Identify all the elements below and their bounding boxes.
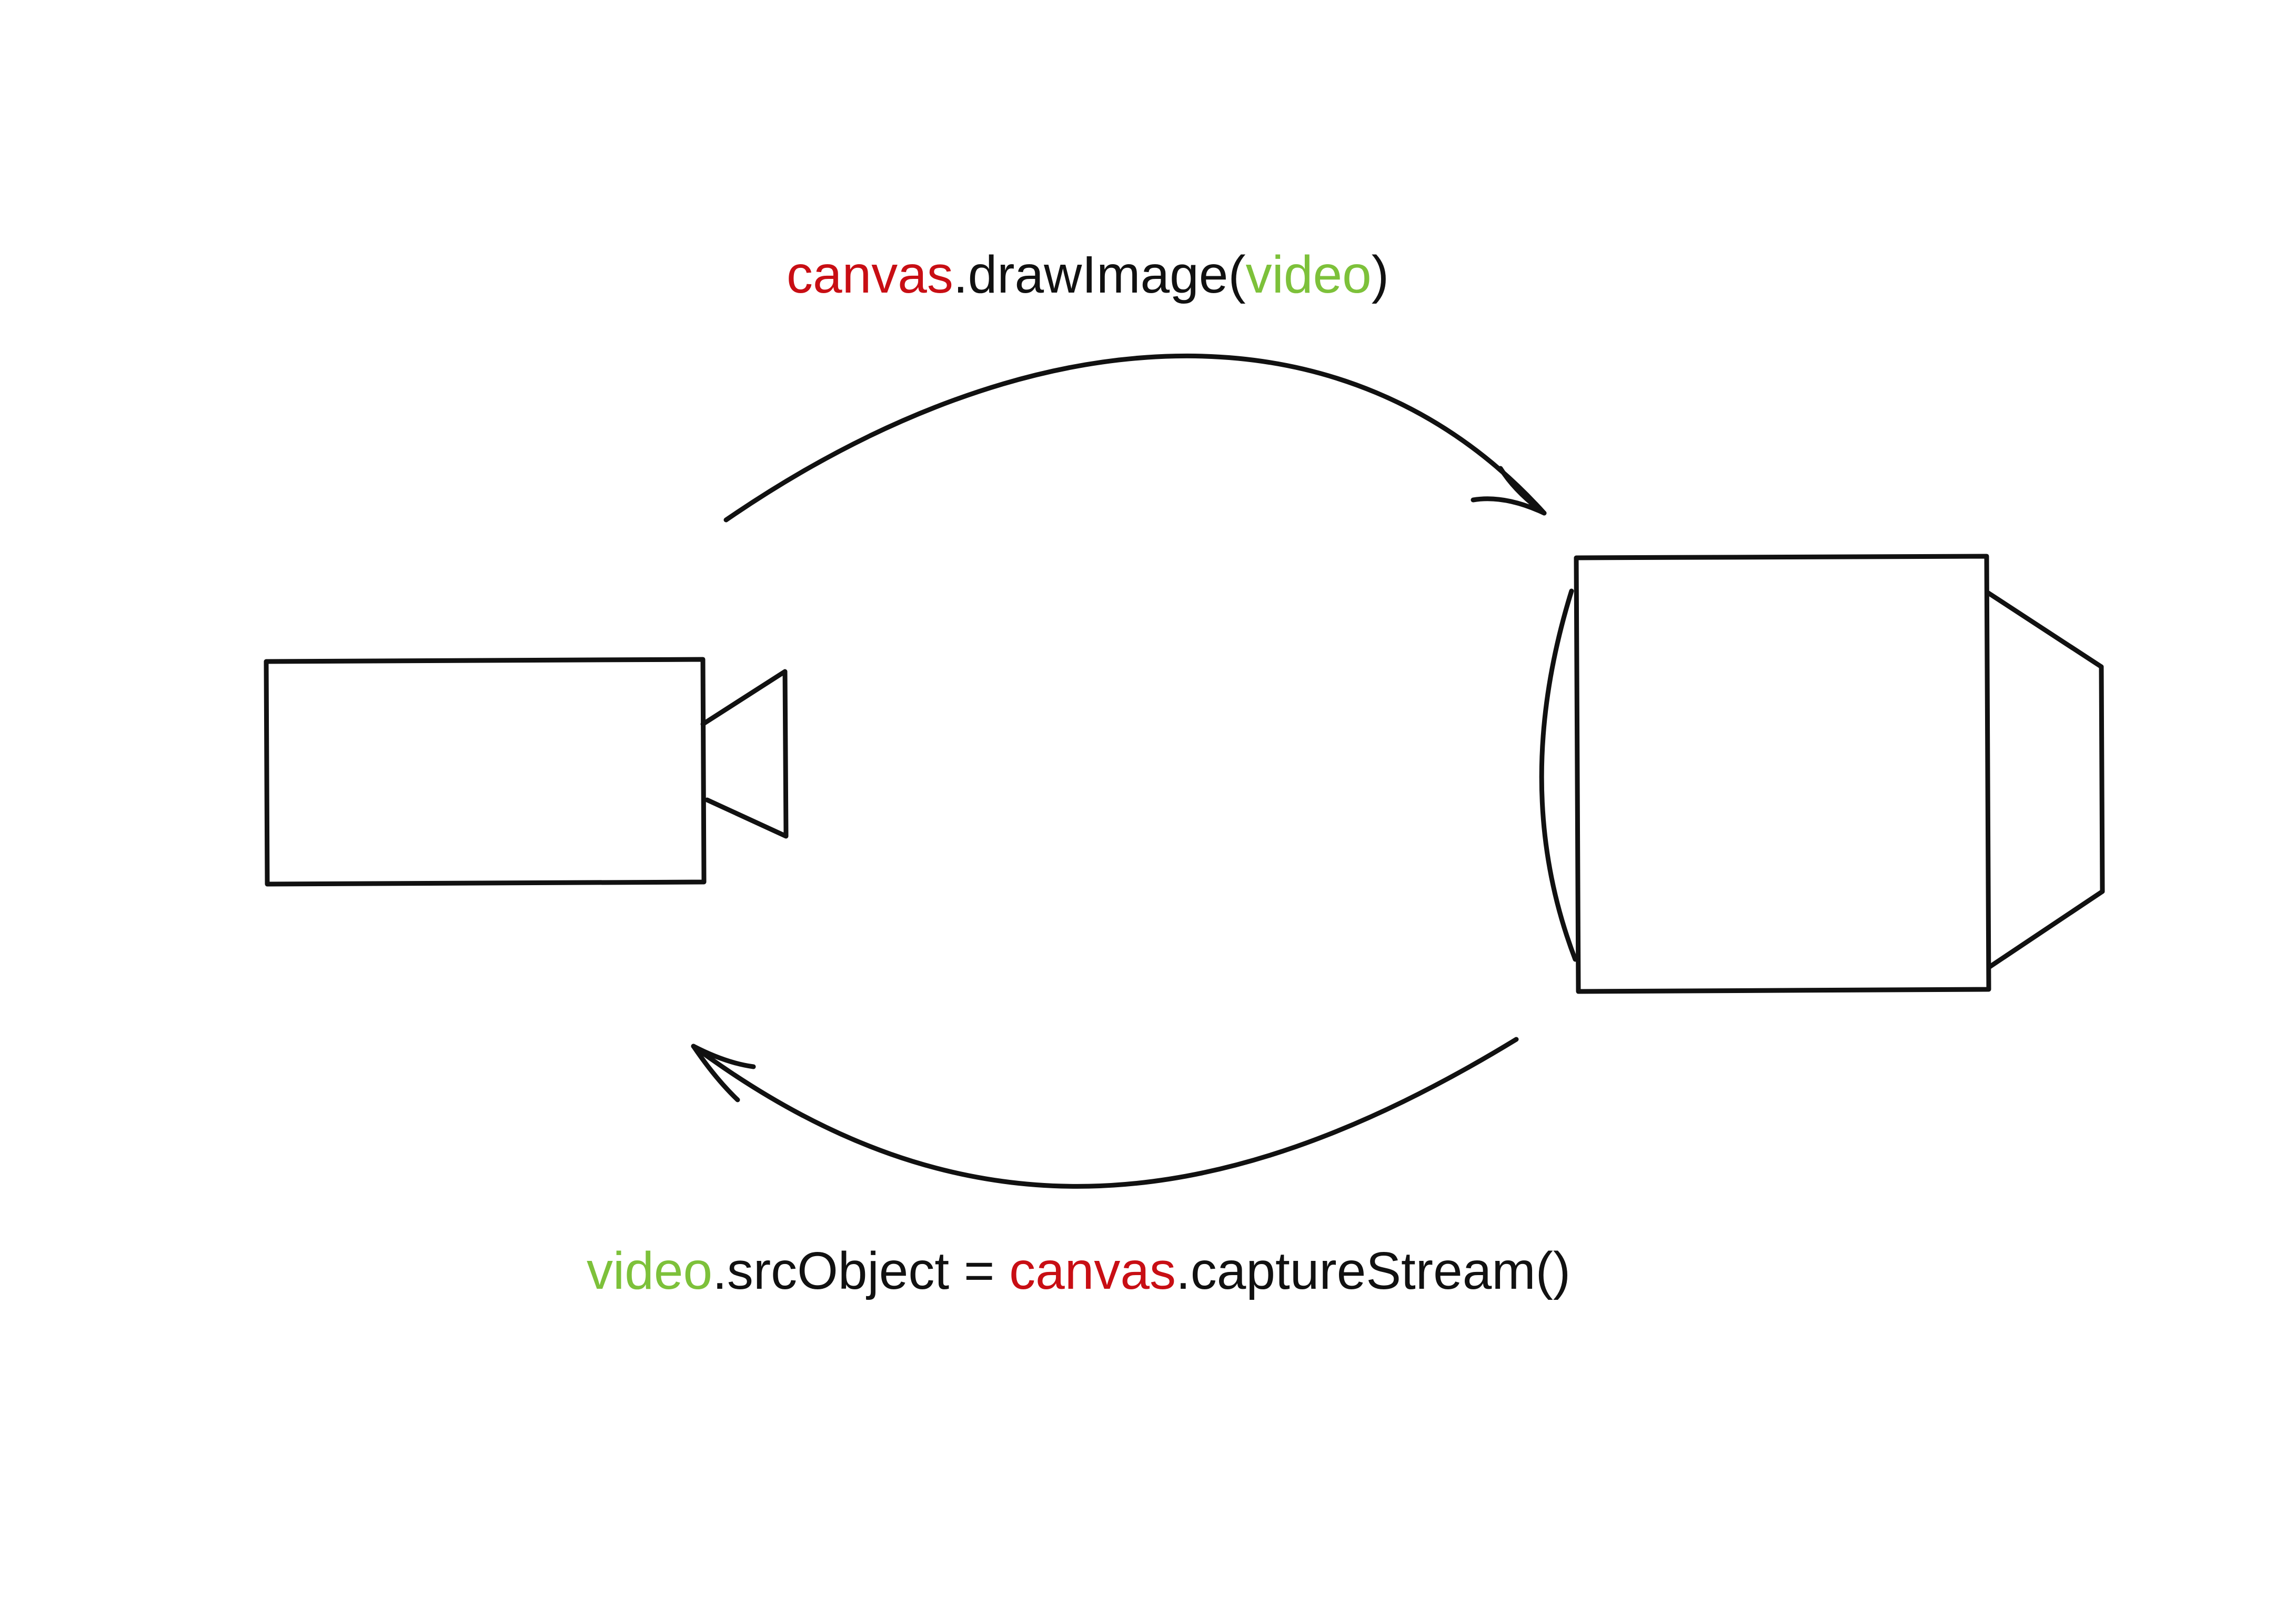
capture-stream-arrow-curve	[691, 1037, 1519, 1189]
capture-stream-label: video.srcObject = canvas.captureStream()	[587, 1245, 2296, 1297]
projector-body	[1574, 554, 1991, 994]
draw-image-arrow-head	[1471, 466, 1547, 516]
draw-image-close: )	[1371, 245, 1389, 304]
capture-stream-method: .captureStream()	[1175, 1241, 1571, 1300]
video-camera-lens	[700, 669, 789, 839]
capture-stream-target: video	[587, 1241, 713, 1300]
draw-image-method: .drawImage(	[953, 245, 1246, 304]
draw-image-object: canvas	[787, 245, 953, 304]
video-camera-icon	[264, 657, 789, 887]
projector-screen-arc	[1539, 588, 1578, 962]
projector-icon	[1539, 554, 2105, 994]
capture-stream-arrow-head	[691, 1044, 756, 1102]
draw-image-argument: video	[1245, 245, 1372, 304]
draw-image-arrow	[723, 354, 1547, 523]
capture-stream-source: canvas	[1009, 1241, 1176, 1300]
draw-image-arrow-curve	[723, 354, 1547, 523]
projector-lens	[1985, 590, 2105, 969]
video-camera-body	[264, 657, 707, 887]
capture-stream-property: .srcObject =	[712, 1241, 1010, 1300]
draw-image-label: canvas.drawImage(video)	[787, 248, 2296, 301]
capture-stream-arrow	[691, 1037, 1519, 1189]
